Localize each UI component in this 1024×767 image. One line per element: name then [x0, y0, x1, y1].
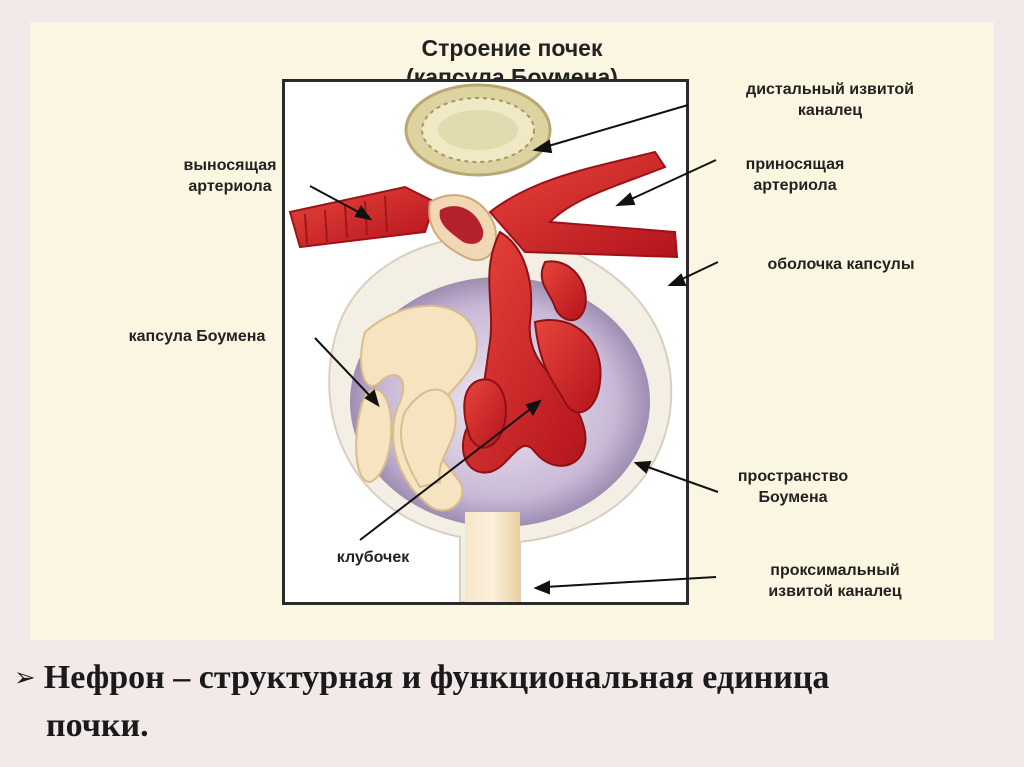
label-proximal-tubule: проксимальный извитой каналец	[768, 562, 902, 600]
title-line-1: Строение почек	[421, 35, 603, 61]
caption-line-1: Нефрон – структурная и функциональная ед…	[43, 659, 830, 696]
cut-vessel	[428, 194, 497, 262]
tubule-loops	[355, 304, 478, 512]
label-bowman-capsule: капсула Боумена	[128, 328, 266, 345]
label-capsule-shell: оболочка капсулы	[767, 256, 915, 273]
nephron-illustration	[282, 79, 689, 605]
label-afferent-arteriole: приносящая артериола	[745, 156, 845, 194]
arrow-bullet-icon: ➢	[14, 663, 36, 693]
caption-line-2: почки.	[46, 707, 149, 744]
label-glomerulus: клубочек	[336, 549, 410, 566]
distal-tubule	[404, 83, 552, 177]
label-bowman-space: пространство Боумена	[737, 468, 849, 506]
label-efferent-arteriole: выносящая артериола	[183, 157, 277, 195]
glomerulus	[461, 230, 602, 474]
label-distal: дистальный извитой каналец	[746, 81, 914, 119]
nephron-drawing	[288, 83, 679, 602]
caption: ➢Нефрон – структурная и функциональная е…	[14, 654, 1004, 750]
afferent-arteriole	[488, 150, 679, 259]
proximal-tubule	[465, 512, 520, 602]
